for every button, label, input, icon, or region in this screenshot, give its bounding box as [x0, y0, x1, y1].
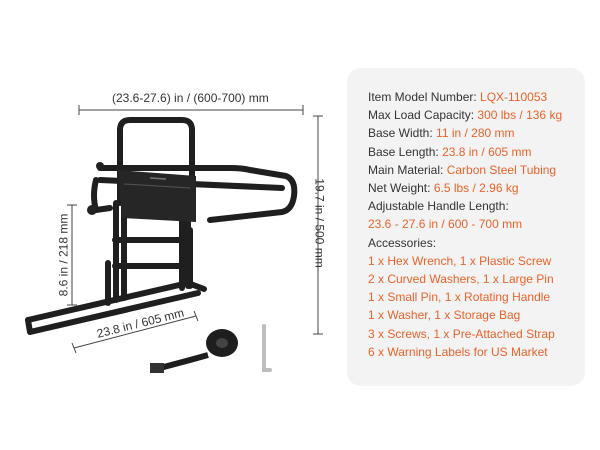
bed-rail-product-image — [25, 105, 323, 373]
spec-handle-length-label: Adjustable Handle Length: — [368, 199, 509, 214]
spec-accessory-3: 1 x Small Pin, 1 x Rotating Handle — [368, 290, 551, 305]
spec-handle-length-value: 23.6 - 27.6 in / 600 - 700 mm — [368, 217, 523, 232]
width-dimension-label: (23.6-27.6) in / (600-700) mm — [112, 91, 269, 105]
strap-roll-image — [150, 329, 238, 373]
spec-model: Item Model Number: LQX-110053 — [368, 90, 548, 104]
spec-accessory-4: 1 x Washer, 1 x Storage Bag — [368, 308, 521, 323]
spec-accessory-5: 3 x Screws, 1 x Pre-Attached Strap — [368, 326, 555, 341]
height-dimension-label: 19.7 in / 500 mm — [312, 178, 327, 268]
spec-accessories-label: Accessories: — [368, 235, 437, 250]
handle-height-dimension-label: 8.6 in / 218 mm — [56, 213, 71, 297]
spec-weight: Net Weight: 6.5 lbs / 2.96 kg — [368, 181, 519, 196]
spec-list: Item Model Number: LQX-110053 Max Load C… — [368, 88, 562, 361]
spec-material: Main Material: Carbon Steel Tubing — [368, 162, 557, 177]
spec-card: Item Model Number: LQX-110053 Max Load C… — [347, 68, 585, 386]
spec-base-width: Base Width: 11 in / 280 mm — [368, 126, 515, 141]
spec-accessory-1: 1 x Hex Wrench, 1 x Plastic Screw — [368, 253, 552, 268]
storage-bag — [118, 170, 196, 222]
hex-wrench-image — [262, 324, 272, 372]
product-image-area: (23.6-27.6) in / (600-700) mm 19.7 in / … — [25, 91, 327, 373]
spec-load: Max Load Capacity: 300 lbs / 136 kg — [368, 108, 563, 123]
dimension-lines — [67, 105, 323, 354]
spec-base-length: Base Length: 23.8 in / 605 mm — [368, 144, 532, 159]
spec-accessory-6: 6 x Warning Labels for US Market — [368, 344, 548, 359]
spec-accessory-2: 2 x Curved Washers, 1 x Large Pin — [368, 272, 554, 287]
rotating-knob — [87, 205, 97, 215]
